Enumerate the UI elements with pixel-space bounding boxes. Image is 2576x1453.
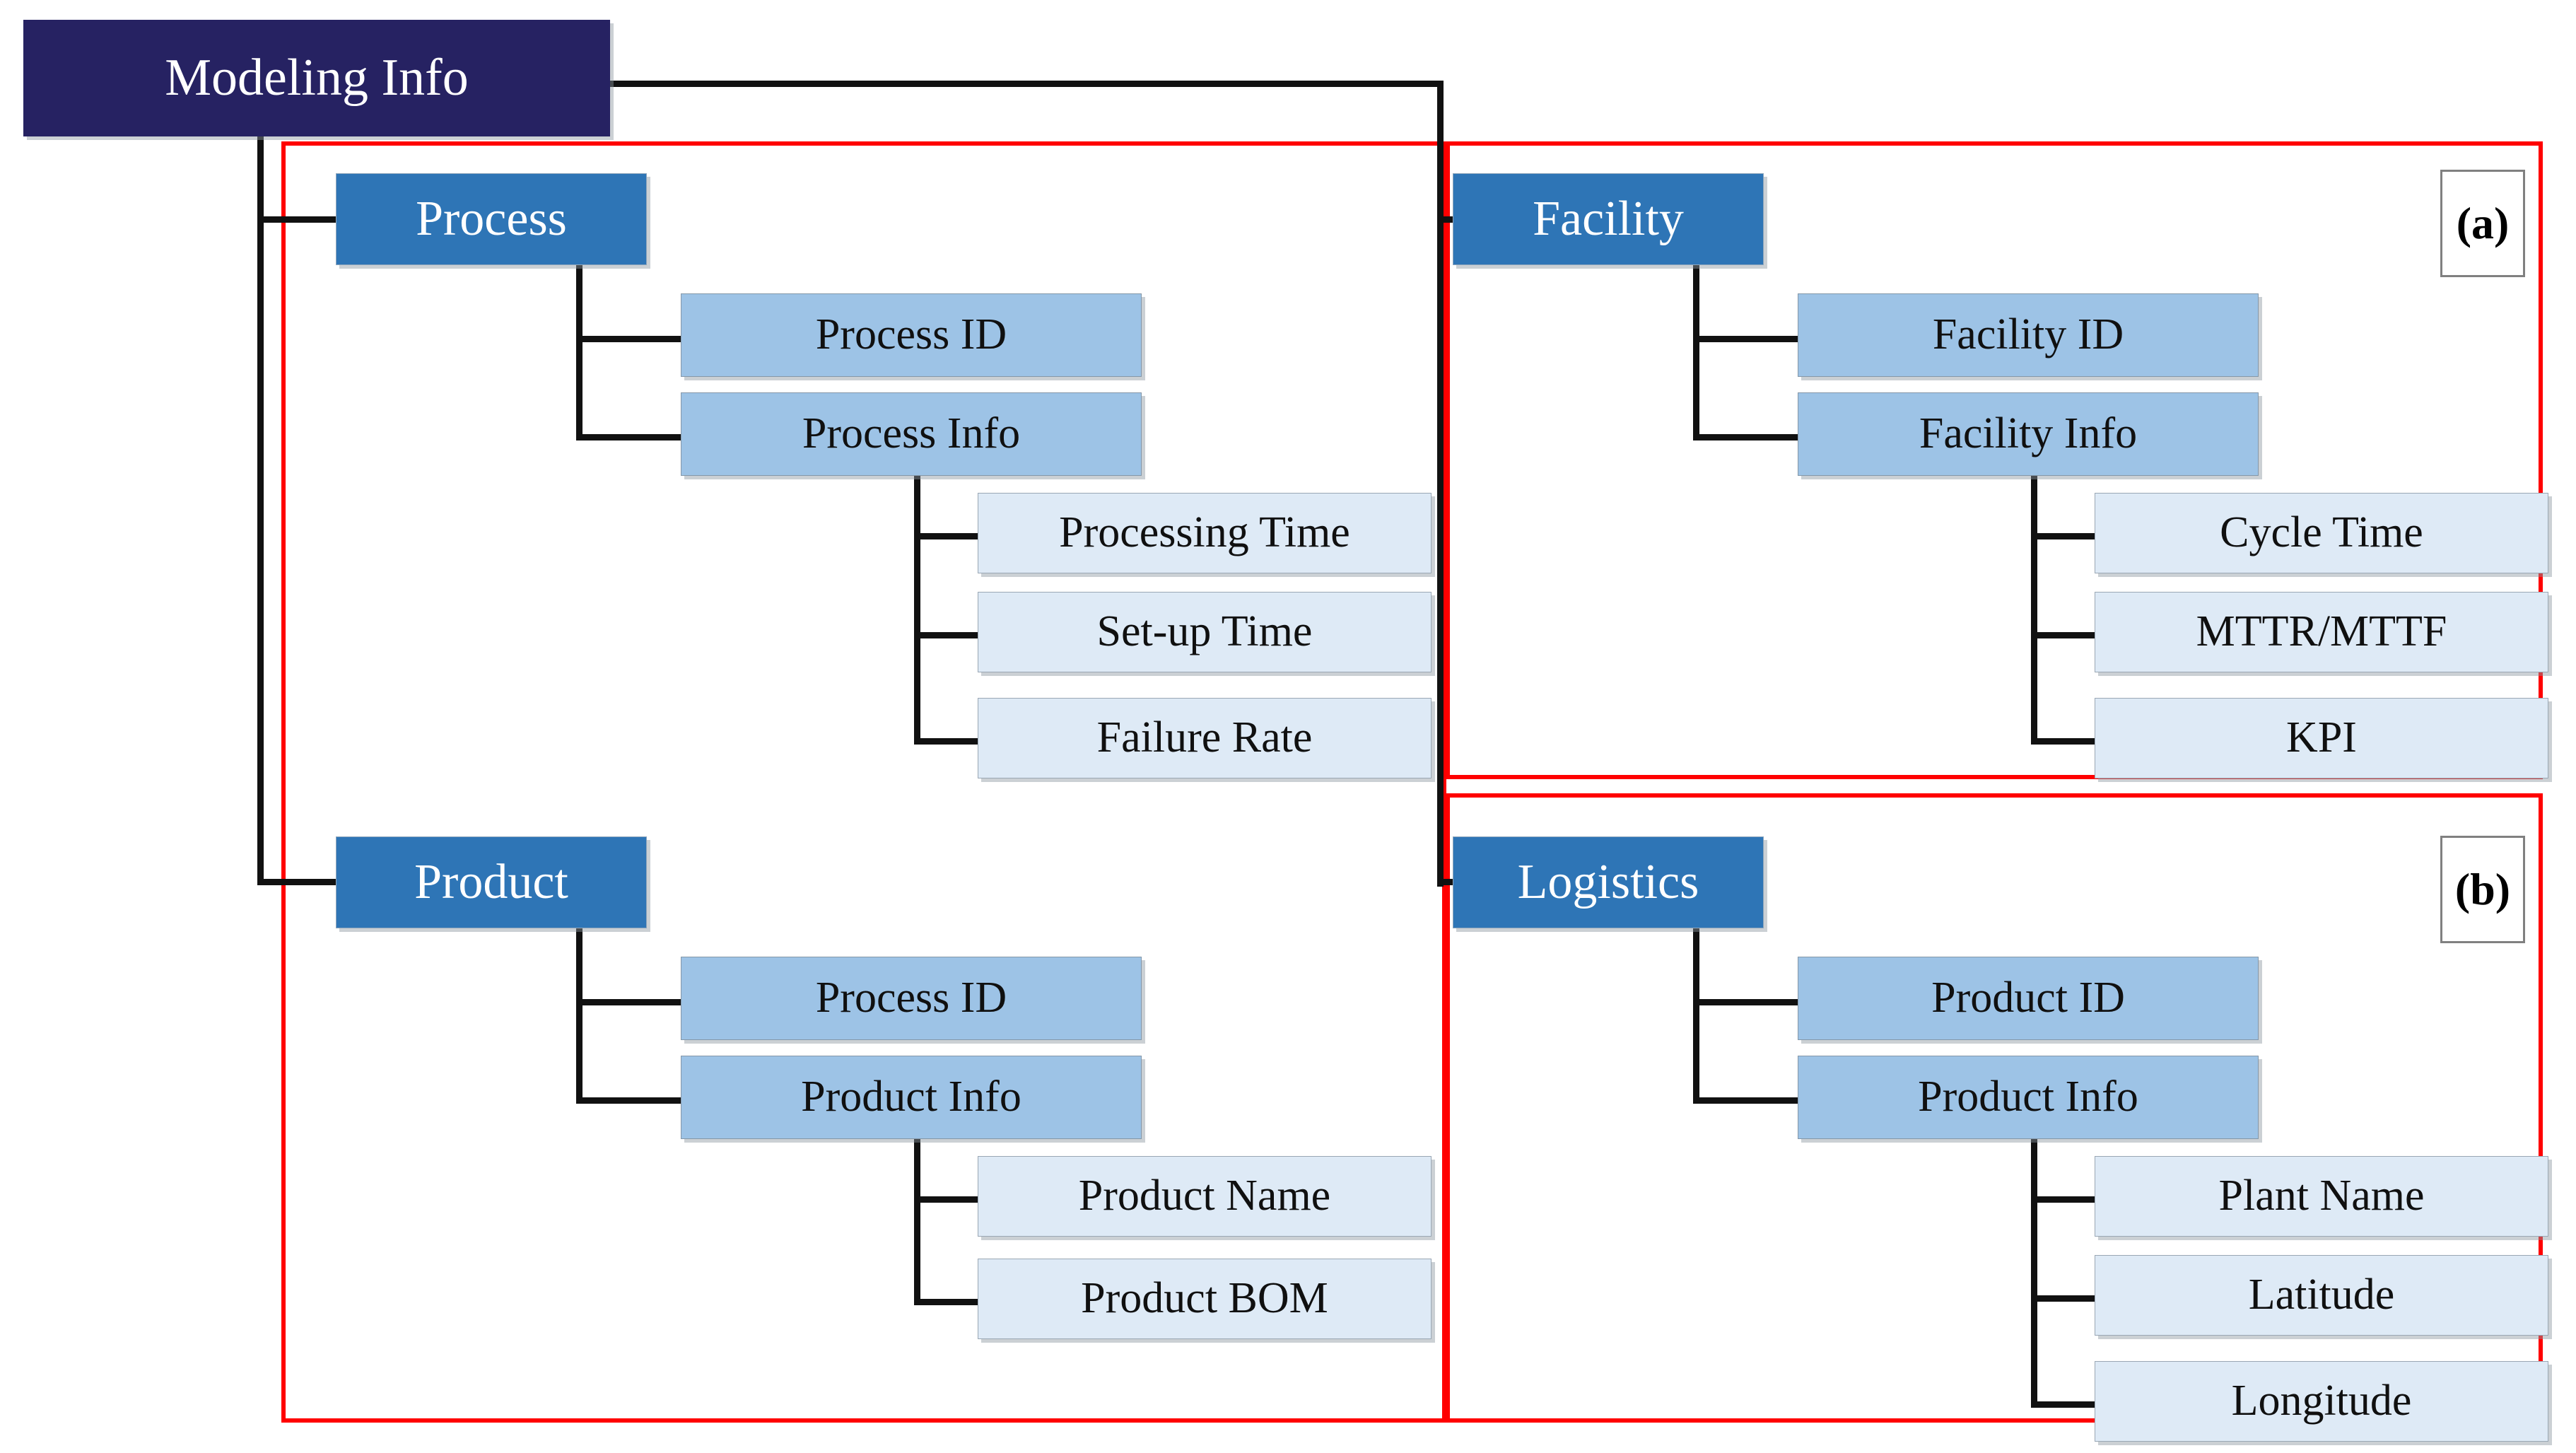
- connector-product-to-processid: [576, 999, 684, 1005]
- connector-process-spine: [576, 265, 582, 440]
- panel-label-a: (a): [2440, 170, 2525, 277]
- node-facility[interactable]: Facility: [1453, 173, 1764, 265]
- node-process-info[interactable]: Process Info: [681, 392, 1142, 476]
- connector-facility-to-facilityid: [1693, 336, 1801, 342]
- connector-processinfo-to-processingtime: [914, 533, 981, 539]
- connector-productinfo-to-productbom: [914, 1299, 981, 1305]
- node-cycle-time[interactable]: Cycle Time: [2095, 493, 2548, 573]
- node-product-bom[interactable]: Product BOM: [978, 1259, 1432, 1339]
- connector-logistics-to-productinfo: [1693, 1097, 1801, 1104]
- connector-product-to-productinfo: [576, 1097, 684, 1104]
- node-process-id[interactable]: Process ID: [681, 293, 1142, 377]
- node-kpi[interactable]: KPI: [2095, 698, 2548, 778]
- node-latitude[interactable]: Latitude: [2095, 1255, 2548, 1336]
- node-facility-info[interactable]: Facility Info: [1798, 392, 2259, 476]
- connector-logisticsinfo-spine: [2031, 1125, 2037, 1408]
- connector-root-down-left: [257, 136, 264, 885]
- node-mttr-mttf[interactable]: MTTR/MTTF: [2095, 592, 2548, 672]
- node-logistics-product-id[interactable]: Product ID: [1798, 957, 2259, 1040]
- connector-facilityinfo-to-mttr: [2031, 632, 2098, 638]
- node-logistics[interactable]: Logistics: [1453, 836, 1764, 928]
- connector-logisticsinfo-to-plantname: [2031, 1196, 2098, 1203]
- node-set-up-time[interactable]: Set-up Time: [978, 592, 1432, 672]
- node-failure-rate[interactable]: Failure Rate: [978, 698, 1432, 778]
- connector-productinfo-to-productname: [914, 1196, 981, 1203]
- connector-productinfo-spine: [914, 1125, 920, 1305]
- connector-facilityinfo-to-cycletime: [2031, 533, 2098, 539]
- connector-root-to-process: [257, 216, 339, 223]
- connector-processinfo-to-setuptime: [914, 632, 981, 638]
- connector-process-to-processinfo: [576, 434, 684, 440]
- connector-processinfo-to-failurerate: [914, 738, 981, 745]
- node-plant-name[interactable]: Plant Name: [2095, 1156, 2548, 1237]
- connector-right-column-vertical: [1437, 81, 1444, 887]
- node-facility-id[interactable]: Facility ID: [1798, 293, 2259, 377]
- node-product-info[interactable]: Product Info: [681, 1056, 1142, 1139]
- group-rect-b-logistics: [1446, 793, 2543, 1423]
- connector-root-to-product: [257, 879, 339, 885]
- connector-logisticsinfo-to-longitude: [2031, 1401, 2098, 1408]
- connector-root-to-right-column: [609, 81, 1444, 87]
- panel-label-b: (b): [2440, 836, 2525, 943]
- connector-facilityinfo-to-kpi: [2031, 738, 2098, 745]
- group-rect-a-facility: [1446, 141, 2543, 779]
- connector-logisticsinfo-to-latitude: [2031, 1295, 2098, 1302]
- node-product[interactable]: Product: [336, 836, 647, 928]
- connector-logistics-to-productid: [1693, 999, 1801, 1005]
- connector-facilityinfo-spine: [2031, 462, 2037, 745]
- node-product-process-id[interactable]: Process ID: [681, 957, 1142, 1040]
- connector-process-to-processid: [576, 336, 684, 342]
- node-longitude[interactable]: Longitude: [2095, 1361, 2548, 1442]
- connector-processinfo-spine: [914, 462, 920, 745]
- node-processing-time[interactable]: Processing Time: [978, 493, 1432, 573]
- node-product-name[interactable]: Product Name: [978, 1156, 1432, 1237]
- node-process[interactable]: Process: [336, 173, 647, 265]
- connector-logistics-spine: [1693, 928, 1699, 1104]
- group-rect-left-process-product: [281, 141, 1446, 1423]
- connector-facility-to-facilityinfo: [1693, 434, 1801, 440]
- connector-facility-spine: [1693, 265, 1699, 440]
- node-logistics-product-info[interactable]: Product Info: [1798, 1056, 2259, 1139]
- connector-product-spine: [576, 928, 582, 1104]
- node-modeling-info[interactable]: Modeling Info: [23, 20, 610, 136]
